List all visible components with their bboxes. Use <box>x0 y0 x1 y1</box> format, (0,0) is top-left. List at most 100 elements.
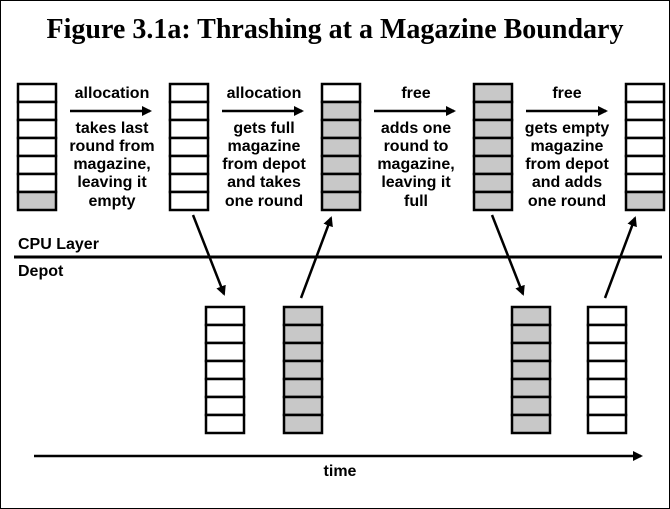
step-1-line-4: leaving it <box>77 174 147 191</box>
empty-round-slot <box>624 82 666 104</box>
full-round-slot <box>510 305 552 327</box>
full-round-slot <box>510 395 552 417</box>
full-round-slot <box>320 136 362 158</box>
step-1-line-1: takes last <box>76 120 150 137</box>
full-round-slot <box>472 136 514 158</box>
empty-round-slot <box>204 359 246 381</box>
full-round-slot <box>320 100 362 122</box>
depot-label: Depot <box>18 263 64 280</box>
step-4-line-1: gets empty <box>525 120 610 137</box>
empty-round-slot <box>624 172 666 194</box>
full-round-slot <box>320 190 362 212</box>
empty-magazine-from-depot-arrow <box>603 216 637 299</box>
empty-round-slot <box>16 100 58 122</box>
full-round-slot <box>472 118 514 140</box>
step-2-line-1: gets full <box>233 120 294 137</box>
step-2-line-4: and takes <box>227 174 301 191</box>
step-4-operation: free <box>552 85 581 102</box>
full-round-slot <box>472 100 514 122</box>
step-1-label: allocation takes last round from magazin… <box>69 85 154 210</box>
empty-round-slot <box>168 100 210 122</box>
empty-round-slot <box>168 190 210 212</box>
full-round-slot <box>510 377 552 399</box>
empty-round-slot <box>204 323 246 345</box>
empty-round-slot <box>16 82 58 104</box>
full-round-slot <box>320 154 362 176</box>
empty-round-slot <box>16 136 58 158</box>
step-1-line-5: empty <box>88 193 135 210</box>
empty-round-slot <box>320 82 362 104</box>
empty-round-slot <box>586 395 628 417</box>
empty-round-slot <box>624 100 666 122</box>
full-round-slot <box>282 305 324 327</box>
step-2-line-3: from depot <box>222 156 306 173</box>
empty-round-slot <box>586 341 628 363</box>
full-round-slot <box>282 395 324 417</box>
full-round-slot <box>510 413 552 435</box>
empty-round-slot <box>204 377 246 399</box>
empty-round-slot <box>586 377 628 399</box>
empty-round-slot <box>16 118 58 140</box>
empty-round-slot <box>586 359 628 381</box>
step-3-line-5: full <box>404 193 428 210</box>
full-round-slot <box>472 172 514 194</box>
full-magazine-from-depot-arrow <box>299 216 333 299</box>
empty-round-slot <box>624 136 666 158</box>
empty-round-slot <box>168 82 210 104</box>
full-round-slot <box>320 118 362 140</box>
step-3-line-1: adds one <box>381 120 451 137</box>
full-round-slot <box>282 341 324 363</box>
full-round-slot <box>510 359 552 381</box>
step-3-label: free adds one round to magazine, leaving… <box>374 85 456 210</box>
full-round-slot <box>282 413 324 435</box>
cpu-magazine-4 <box>472 82 514 212</box>
depot-magazine-4 <box>586 305 628 435</box>
step-4-label: free gets empty magazine from depot and … <box>525 85 610 210</box>
full-round-slot <box>510 341 552 363</box>
empty-round-slot <box>624 118 666 140</box>
full-round-slot <box>472 82 514 104</box>
step-2-operation: allocation <box>227 85 302 102</box>
empty-magazine-to-depot-arrow <box>191 214 226 296</box>
empty-round-slot <box>16 154 58 176</box>
empty-round-slot <box>168 118 210 140</box>
full-round-slot <box>282 359 324 381</box>
step-2-label: allocation gets full magazine from depot… <box>222 85 306 210</box>
full-round-slot <box>282 323 324 345</box>
cpu-layer-label: CPU Layer <box>18 236 99 253</box>
step-3-line-2: round to <box>384 138 449 155</box>
step-1-line-3: magazine, <box>73 156 150 173</box>
full-round-slot <box>320 172 362 194</box>
empty-round-slot <box>204 305 246 327</box>
step-2-line-2: magazine <box>228 138 301 155</box>
step-3-line-4: leaving it <box>381 174 451 191</box>
full-round-slot <box>624 190 666 212</box>
empty-round-slot <box>204 341 246 363</box>
empty-round-slot <box>168 172 210 194</box>
empty-round-slot <box>16 172 58 194</box>
step-1-operation: allocation <box>75 85 150 102</box>
full-round-slot <box>16 190 58 212</box>
full-magazine-to-depot-arrow <box>490 214 525 296</box>
empty-round-slot <box>586 413 628 435</box>
depot-magazine-2 <box>282 305 324 435</box>
magazines-group <box>16 82 666 435</box>
empty-round-slot <box>204 395 246 417</box>
cpu-magazine-3 <box>320 82 362 212</box>
step-1-line-2: round from <box>69 138 154 155</box>
cpu-magazine-1 <box>16 82 58 212</box>
depot-magazine-3 <box>510 305 552 435</box>
full-round-slot <box>282 377 324 399</box>
step-4-line-3: from depot <box>525 156 609 173</box>
empty-round-slot <box>586 305 628 327</box>
empty-round-slot <box>586 323 628 345</box>
step-4-line-2: magazine <box>531 138 604 155</box>
empty-round-slot <box>624 154 666 176</box>
step-4-line-5: one round <box>528 193 606 210</box>
step-2-line-5: one round <box>225 193 303 210</box>
step-3-operation: free <box>401 85 430 102</box>
step-3-line-3: magazine, <box>377 156 454 173</box>
empty-round-slot <box>204 413 246 435</box>
step-4-line-4: and adds <box>532 174 602 191</box>
